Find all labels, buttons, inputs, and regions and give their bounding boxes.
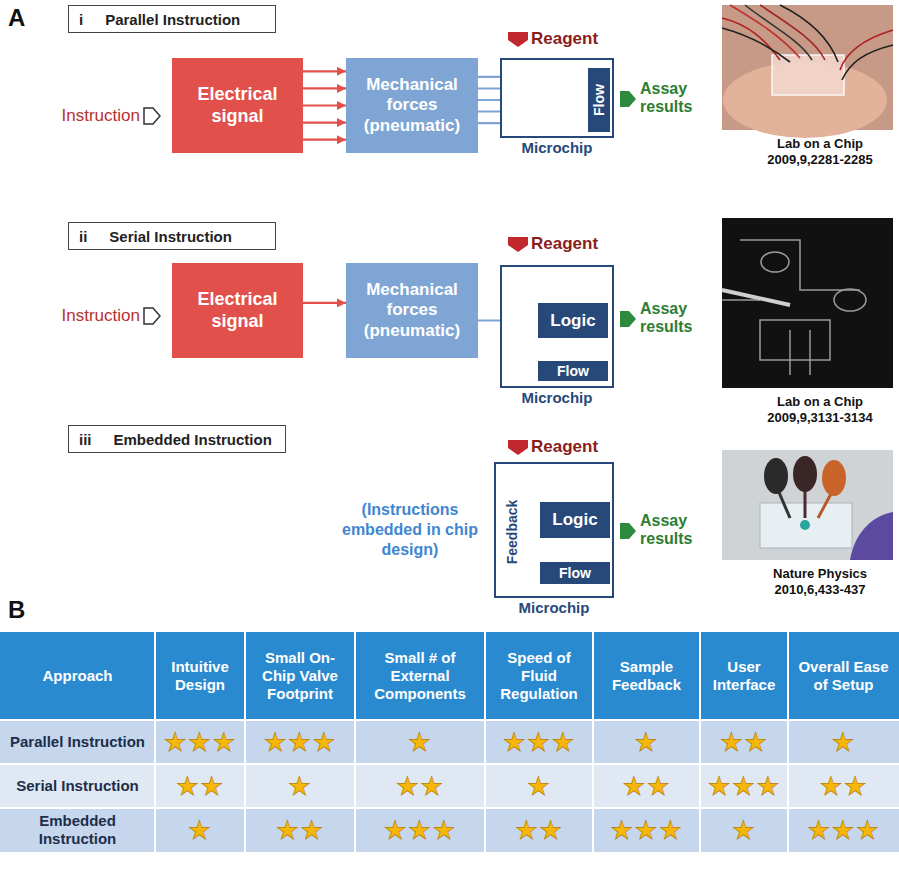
- electrical-signal-box: Electrical signal: [172, 263, 303, 358]
- logic-box: Logic: [538, 303, 608, 338]
- star-rating: ★★: [485, 808, 593, 852]
- table-header-cell: Sample Feedback: [593, 632, 700, 720]
- instruction-marker: [144, 108, 160, 324]
- star-rating: ★: [788, 720, 899, 764]
- citation: Nature Physics 2010,6,433-437: [745, 566, 895, 599]
- microchip-outline: MicrochipLogicFlow: [500, 265, 614, 388]
- chip-label: Microchip: [492, 389, 622, 406]
- table-grid: [0, 632, 899, 852]
- flow-arrow: [303, 104, 346, 106]
- section-heading: ii Serial Instruction: [68, 222, 276, 250]
- heading-text: Embedded Instruction: [114, 431, 272, 448]
- star-rating: ★: [485, 764, 593, 808]
- star-rating: ★★: [245, 808, 355, 852]
- output-label: Assay results: [640, 300, 712, 337]
- grid-lines: [0, 632, 899, 852]
- table-header-cell: Speed of Fluid Regulation: [485, 632, 593, 720]
- photo-hand-chip: [722, 5, 893, 138]
- star-rating: ★: [245, 764, 355, 808]
- star-rating: ★★: [355, 764, 485, 808]
- flow-arrow: [303, 121, 346, 123]
- star-rating: ★★★: [593, 808, 700, 852]
- table-row-band: [0, 764, 899, 808]
- box-label: Mechanical forces (pneumatic): [352, 280, 472, 341]
- electrical-signal-box: Electrical signal: [172, 58, 303, 153]
- table-header-cell: Intuitive Design: [155, 632, 245, 720]
- citation: Lab on a Chip 2009,9,2281-2285: [745, 136, 895, 169]
- table-header-cell: Approach: [0, 632, 155, 720]
- star-rating: ★★★: [355, 808, 485, 852]
- panel-letter: B: [8, 596, 25, 624]
- table-header-cell: User Interface: [700, 632, 788, 720]
- flow-channel: Flow: [588, 68, 610, 132]
- table-row-header: Embedded Instruction: [0, 808, 155, 852]
- reagent-label: Reagent: [531, 234, 598, 254]
- box-label: Flow: [591, 84, 607, 116]
- box-label: Logic: [550, 311, 595, 331]
- star-rating: ★★: [593, 764, 700, 808]
- box-label: Flow: [559, 565, 591, 581]
- box-label: Mechanical forces (pneumatic): [352, 75, 472, 136]
- flow-channel: Flow: [538, 361, 608, 381]
- flow-arrow: [303, 87, 346, 89]
- mechanical-forces-box: Mechanical forces (pneumatic): [346, 58, 478, 153]
- heading-text: Parallel Instruction: [105, 11, 240, 28]
- table-header-cell: Small # of External Components: [355, 632, 485, 720]
- flow-arrow: [303, 70, 346, 72]
- box-label: Electrical signal: [178, 289, 297, 332]
- heading-text: ii: [79, 228, 87, 245]
- mechanical-forces-box: Mechanical forces (pneumatic): [346, 263, 478, 358]
- logic-box: Logic: [540, 502, 610, 538]
- table-row-header: Serial Instruction: [0, 764, 155, 808]
- table-row-header: Parallel Instruction: [0, 720, 155, 764]
- box-label: Flow: [557, 363, 589, 379]
- microchip-outline: MicrochipFlow: [500, 58, 614, 138]
- section-heading: iii Embedded Instruction: [68, 425, 286, 453]
- star-rating: ★★: [700, 720, 788, 764]
- reagent-label: Reagent: [531, 437, 598, 457]
- panel-letter: A: [8, 4, 25, 32]
- flow-arrow: [303, 302, 346, 304]
- star-rating: ★★★: [245, 720, 355, 764]
- heading-text: iii: [79, 431, 92, 448]
- star-rating: ★: [355, 720, 485, 764]
- edge-label: Feedback: [504, 497, 520, 566]
- heading-text: i: [79, 11, 83, 28]
- citation: Lab on a Chip 2009,9,3131-3134: [745, 394, 895, 427]
- section-heading: i Parallel Instruction: [68, 5, 276, 33]
- chip-label: Microchip: [492, 139, 622, 156]
- box-label: Electrical signal: [178, 84, 297, 127]
- heading-text: Serial Instruction: [109, 228, 232, 245]
- flow-arrow: [303, 139, 346, 141]
- star-rating: ★: [155, 808, 245, 852]
- table-row-band: [0, 720, 899, 764]
- table-row-band: [0, 808, 899, 852]
- photo-bulb-chip: [722, 450, 893, 560]
- note: (Instructions embedded in chip design): [340, 500, 480, 560]
- input-label: Instruction: [40, 106, 140, 126]
- star-rating: ★★: [155, 764, 245, 808]
- input-label: Instruction: [40, 306, 140, 326]
- reagent-label: Reagent: [531, 29, 598, 49]
- assay-marker: [620, 91, 636, 539]
- star-rating: ★★★: [788, 808, 899, 852]
- photo-valve-chip: [722, 218, 893, 388]
- flow-channel: Flow: [540, 562, 610, 584]
- star-rating: ★★★: [155, 720, 245, 764]
- star-rating: ★★: [788, 764, 899, 808]
- box-label: Logic: [552, 510, 597, 530]
- star-rating: ★★★: [485, 720, 593, 764]
- chip-label: Microchip: [486, 599, 622, 616]
- star-rating: ★: [593, 720, 700, 764]
- star-rating: ★: [700, 808, 788, 852]
- output-label: Assay results: [640, 512, 712, 549]
- table-header-band: [0, 632, 899, 720]
- table-header-cell: Overall Ease of Setup: [788, 632, 899, 720]
- table-header-cell: Small On-Chip Valve Footprint: [245, 632, 355, 720]
- star-rating: ★★★: [700, 764, 788, 808]
- output-label: Assay results: [640, 80, 712, 117]
